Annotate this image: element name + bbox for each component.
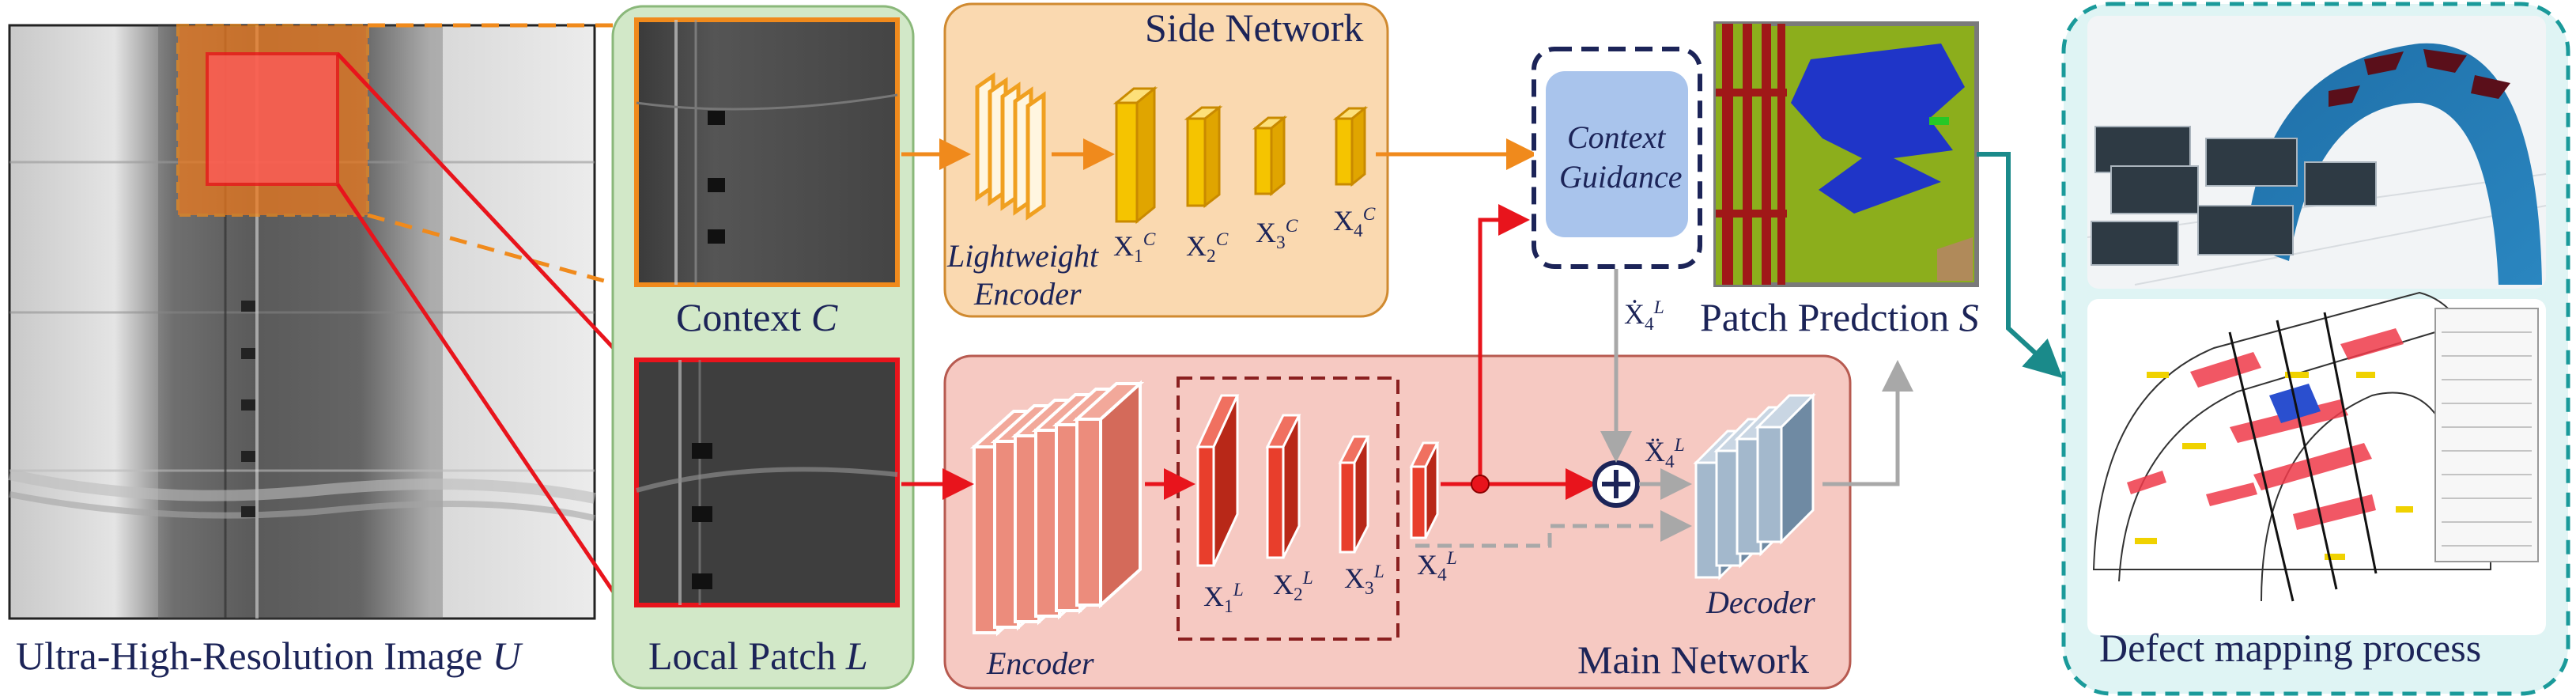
defect-mapping-label: Defect mapping process xyxy=(2099,626,2482,670)
main-feature-2 xyxy=(1265,414,1301,559)
branch-node xyxy=(1471,475,1490,494)
uhr-image xyxy=(8,24,596,620)
side-feature-blocks xyxy=(1112,85,1369,225)
side-feature-2 xyxy=(1184,104,1223,209)
tunnel-defect-map xyxy=(2087,291,2546,635)
main-feature-label-1: X1L xyxy=(1203,580,1244,618)
context-label: Context C xyxy=(676,294,837,340)
context-text: Context xyxy=(676,295,802,339)
side-feature-label-4: X4C xyxy=(1333,204,1376,242)
fused-feature-label: Ẍ4L xyxy=(1645,435,1685,473)
main-feature-label-4: X4L xyxy=(1417,548,1457,586)
side-feature-4 xyxy=(1332,105,1369,187)
main-encoder xyxy=(969,380,1145,637)
context-guidance-label-1: Context xyxy=(1567,119,1666,155)
context-symbol: C xyxy=(810,295,838,339)
lightweight-encoder xyxy=(975,72,1046,221)
main-decoder xyxy=(1693,392,1816,581)
fusion-plus xyxy=(1592,460,1640,508)
main-feature-4 xyxy=(1409,441,1440,539)
main-network-title: Main Network xyxy=(1577,638,1809,682)
side-feature-label-1: X1C xyxy=(1113,229,1156,267)
context-guidance-box xyxy=(1546,71,1688,237)
feature-group-frame xyxy=(1177,376,1399,641)
patch-prediction-symbol: S xyxy=(1958,295,1979,339)
local-crop xyxy=(634,358,900,607)
local-overlay xyxy=(206,52,339,186)
main-encoder-label: Encoder xyxy=(987,645,1094,681)
patch-prediction-label: Patch Predction S xyxy=(1700,294,1979,340)
side-feature-label-2: X2C xyxy=(1186,229,1229,267)
uhr-image-symbol: U xyxy=(492,634,521,678)
local-patch-label: Local Patch L xyxy=(648,633,868,679)
side-feature-3 xyxy=(1252,115,1288,197)
side-feature-1 xyxy=(1112,85,1158,225)
decoder-label: Decoder xyxy=(1706,585,1815,620)
side-network-title: Side Network xyxy=(1145,6,1364,50)
main-feature-label-2: X2L xyxy=(1273,568,1313,606)
patch-prediction-image xyxy=(1713,21,1979,287)
tunnel-3d-view xyxy=(2087,16,2547,289)
guided-feature-label: Ẋ4L xyxy=(1624,297,1664,335)
uhr-image-text: Ultra-High-Resolution Image xyxy=(16,634,483,678)
context-crop xyxy=(634,17,900,287)
context-guidance-label-2: Guidance xyxy=(1559,159,1683,195)
side-feature-label-3: X3C xyxy=(1256,216,1298,254)
lightweight-encoder-label: Encoder xyxy=(974,276,1082,312)
uhr-image-label: Ultra-High-Resolution Image U xyxy=(16,633,521,679)
main-feature-label-3: X3L xyxy=(1344,562,1384,600)
local-patch-text: Local Patch xyxy=(648,634,837,678)
patch-prediction-text: Patch Predction xyxy=(1700,295,1950,339)
main-feature-1 xyxy=(1195,394,1240,567)
main-feature-blocks xyxy=(1195,394,1440,567)
local-patch-symbol: L xyxy=(845,634,868,678)
lightweight-label: Lightweight xyxy=(947,238,1099,274)
main-feature-3 xyxy=(1338,435,1370,554)
